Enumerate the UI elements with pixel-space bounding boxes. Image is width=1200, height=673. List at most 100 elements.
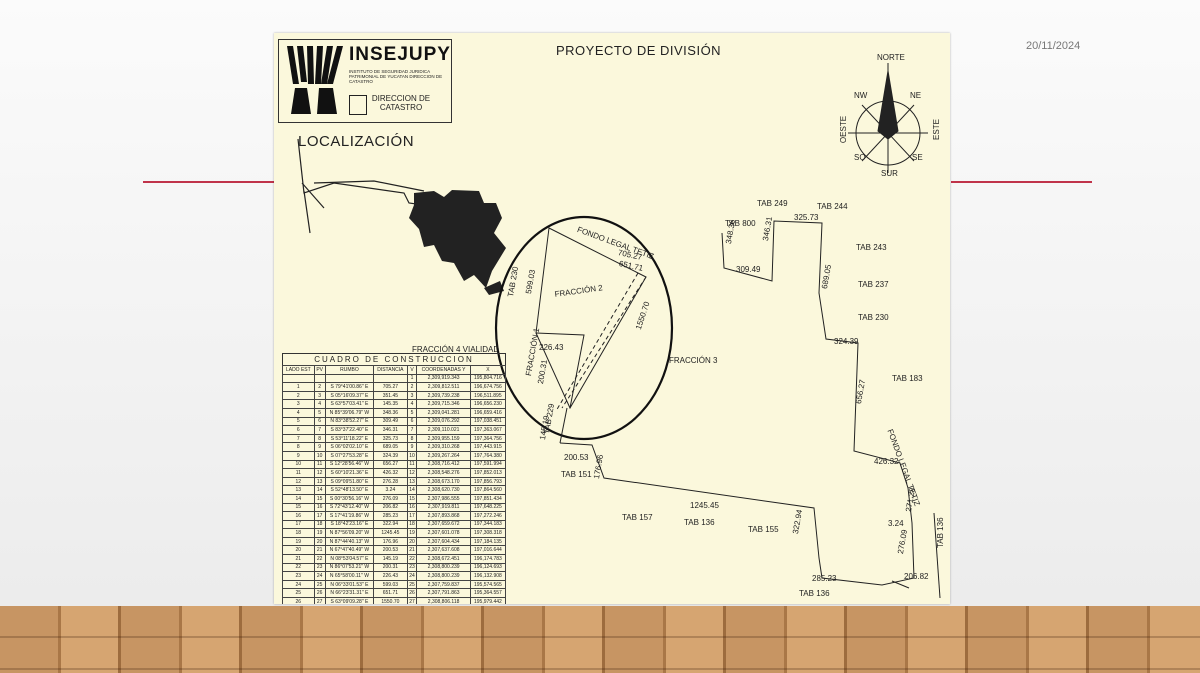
table-cell: 351.45 — [373, 390, 408, 401]
table-cell: 197,591.994 — [469, 459, 507, 470]
table-cell: 197,363.067 — [469, 425, 507, 435]
plan-label: TAB 136 — [684, 518, 715, 527]
table-cell — [373, 373, 408, 384]
table-cell: 276.09 — [373, 493, 408, 504]
plan-label: FRACCIÓN 3 — [669, 356, 718, 365]
table-cell: 2,309,739.238 — [416, 390, 471, 401]
table-cell: 197,443.915 — [469, 442, 507, 452]
plan-label: TAB 155 — [748, 525, 779, 534]
accent-line-right — [951, 181, 1092, 183]
table-cell: 2,309,310.268 — [416, 442, 471, 452]
plan-label: TAB 249 — [757, 199, 788, 208]
fraccion-2-circle — [494, 215, 674, 441]
table-cell: 197,344.183 — [469, 519, 507, 530]
plan-label: TAB 244 — [817, 202, 848, 211]
table-cell: 197,016.644 — [469, 545, 507, 556]
table-cell: 197,764.380 — [469, 450, 507, 461]
table-cell: S 12°28'56.46" W — [324, 459, 375, 470]
compass-nw: NW — [854, 91, 868, 100]
table-cell: 2,308,800.239 — [416, 562, 471, 573]
table-cell: 19 — [406, 528, 418, 538]
table-cell: 26 — [406, 588, 418, 599]
table-cell: 1 — [406, 373, 418, 384]
table-cell: 2,309,076.292 — [416, 416, 471, 427]
table-cell: 197,851.434 — [469, 493, 507, 504]
table-cell: 197,864.560 — [469, 485, 507, 495]
compass-ne: NE — [910, 91, 922, 100]
table-cell: 25 — [282, 588, 315, 599]
location-title: LOCALIZACIÓN — [298, 133, 415, 150]
table-cell: 2,309,110.021 — [416, 425, 471, 435]
table-cell: 23 — [282, 571, 315, 581]
table-cell: 2,308,672.451 — [416, 554, 471, 564]
table-cell: 18 — [282, 528, 315, 538]
table-header-cell: LADO EST — [282, 365, 315, 375]
table-cell: 2,309,812.511 — [416, 382, 471, 392]
table-cell: 18 — [406, 519, 418, 530]
table-cell: N 87°56'09.20" W — [324, 528, 375, 538]
compass-west: OESTE — [839, 115, 849, 144]
table-cell: 2,309,715.346 — [416, 399, 471, 409]
table-cell: 200.31 — [373, 562, 408, 573]
table-cell: 16 — [406, 502, 418, 513]
table-cell: 3 — [313, 390, 326, 401]
plan-label: TAB 151 — [561, 470, 592, 479]
table-cell: 3 — [282, 399, 315, 409]
table-cell: 346.31 — [373, 425, 408, 435]
plan-label: TAB 230 — [858, 313, 889, 322]
table-cell — [324, 373, 375, 384]
table-header-cell: RUMBO — [324, 365, 375, 375]
table-cell: 19 — [313, 528, 326, 538]
table-cell: 15 — [406, 493, 418, 504]
table-cell: 322.94 — [373, 519, 408, 530]
table-cell: 9 — [313, 442, 326, 452]
table-cell: 206.82 — [373, 502, 408, 513]
table-cell: 226.43 — [373, 571, 408, 581]
table-cell: 4 — [406, 399, 418, 409]
compass-north: NORTE — [877, 53, 905, 62]
table-cell: S 07°27'53.28" E — [324, 450, 375, 461]
table-cell: S 52°48'13.50" E — [324, 485, 375, 495]
table-cell: 13 — [406, 476, 418, 487]
table-cell: 324.39 — [373, 450, 408, 461]
table-cell: 2,308,806.118 — [416, 597, 471, 604]
table-cell: 11 — [313, 459, 326, 470]
table-cell: 5 — [313, 407, 326, 418]
table-cell: 3 — [406, 390, 418, 401]
table-cell: 24 — [313, 571, 326, 581]
table-cell: 12 — [282, 476, 315, 487]
table-cell: 2,307,893.868 — [416, 511, 471, 521]
fraccion-boundaries — [535, 227, 647, 444]
table-cell: 6 — [282, 425, 315, 435]
table-cell: 11 — [282, 468, 315, 478]
table-cell: 10 — [313, 450, 326, 461]
table-cell: N 86°07'53.21" W — [324, 562, 375, 573]
table-cell: 599.03 — [373, 579, 408, 590]
table-cell: S 63°09'09.28" E — [324, 597, 375, 604]
table-cell: 15 — [282, 502, 315, 513]
table-cell: 196,511.895 — [469, 390, 507, 401]
table-cell: 6 — [406, 416, 418, 427]
compass-rose-icon — [848, 63, 928, 173]
table-cell: N 83°38'52.27" E — [324, 416, 375, 427]
table-cell: 197,648.225 — [469, 502, 507, 513]
table-cell: 9 — [406, 442, 418, 452]
plan-label: 426.32 — [874, 457, 899, 466]
table-cell: 22 — [313, 554, 326, 564]
table-cell: 2,309,919.343 — [416, 373, 471, 384]
table-cell: S 05°16'09.37" E — [324, 390, 375, 401]
table-cell: 145.19 — [373, 554, 408, 564]
table-cell: 197,038.451 — [469, 416, 507, 427]
table-cell: 2,308,548.276 — [416, 468, 471, 478]
table-cell: 196,674.756 — [469, 382, 507, 392]
